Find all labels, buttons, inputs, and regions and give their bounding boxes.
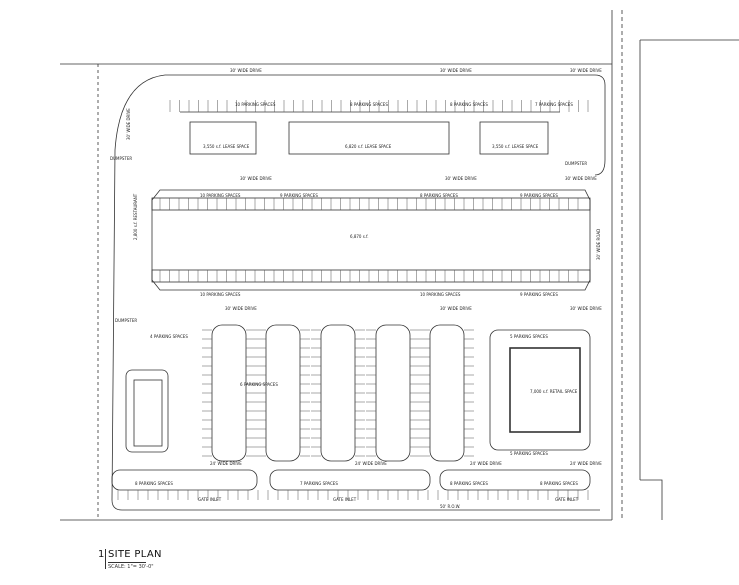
drive-label-top-2: 30' WIDE DRIVE [440, 68, 472, 73]
retail-pad-curb [489, 329, 591, 451]
retail-label-3: 3,550 s.f. LEASE SPACE [492, 144, 539, 149]
drive-label-mid-2: 30' WIDE DRIVE [445, 176, 477, 181]
anchor-rear-parking [151, 269, 591, 283]
retail-label-2: 6,820 s.f. LEASE SPACE [345, 144, 392, 149]
sheet-title: SITE PLAN [108, 549, 162, 560]
sheet-number: 1 [98, 549, 105, 560]
retail-label-1: 3,550 s.f. LEASE SPACE [203, 144, 250, 149]
park-label-18: 8 PARKING SPACES [450, 481, 488, 486]
drive-label-low-2: 30' WIDE DRIVE [440, 306, 472, 311]
park-label-10: 10 PARKING SPACES [420, 292, 461, 297]
retail-building-1 [189, 121, 257, 155]
park-label-8: 9 PARKING SPACES [520, 193, 558, 198]
drive-label-top-1: 30' WIDE DRIVE [230, 68, 262, 73]
road-curb [640, 479, 663, 520]
title-block: 1 SITE PLAN SCALE: 1"= 30'-0" [98, 549, 278, 579]
pad-label: 7,000 s.f. RETAIL SPACE [530, 389, 578, 394]
gate-label-1: GATE INLET [198, 497, 222, 502]
park-label-6: 9 PARKING SPACES [280, 193, 318, 198]
park-label-3: 8 PARKING SPACES [450, 102, 488, 107]
park-label-7: 8 PARKING SPACES [420, 193, 458, 198]
park-label-1: 10 PARKING SPACES [235, 102, 276, 107]
drive-label-mid-1: 30' WIDE DRIVE [240, 176, 272, 181]
anchor-front-parking [151, 197, 591, 211]
park-label-17: 7 PARKING SPACES [300, 481, 338, 486]
retail-building-2 [288, 121, 450, 155]
dumpster-label-1: DUMPSTER [110, 156, 132, 161]
side-drive-label: 30' WIDE DRIVE [126, 108, 131, 140]
dumpster-label-3: DUMPSTER [565, 161, 587, 166]
road-label: 30' WIDE ROAD [596, 229, 601, 260]
retail-pad-building [509, 347, 581, 433]
park-label-13: 6 PARKING SPACES [240, 382, 278, 387]
park-label-11: 9 PARKING SPACES [520, 292, 558, 297]
park-label-16: 8 PARKING SPACES [135, 481, 173, 486]
drive-label-bot-4: 24' WIDE DRIVE [570, 461, 602, 466]
park-label-9: 10 PARKING SPACES [200, 292, 241, 297]
title-divider [105, 549, 106, 569]
drive-label-low-1: 30' WIDE DRIVE [225, 306, 257, 311]
park-label-12: 4 PARKING SPACES [150, 334, 188, 339]
drive-label-low-3: 30' WIDE DRIVE [570, 306, 602, 311]
restaurant-building [133, 379, 163, 447]
drive-label-bot-3: 24' WIDE DRIVE [470, 461, 502, 466]
park-label-19: 8 PARKING SPACES [540, 481, 578, 486]
drive-label-bot-1: 24' WIDE DRIVE [210, 461, 242, 466]
park-label-14: 5 PARKING SPACES [510, 334, 548, 339]
anchor-building [151, 189, 591, 291]
park-label-2: 8 PARKING SPACES [350, 102, 388, 107]
park-label-15: 5 PARKING SPACES [510, 451, 548, 456]
top-curb [165, 74, 606, 176]
bottom-bay-2 [269, 469, 431, 491]
drive-label-bot-2: 24' WIDE DRIVE [355, 461, 387, 466]
anchor-label: 6,870 s.f. [350, 234, 368, 239]
bottom-bay-1 [111, 469, 258, 491]
restaurant-curb [125, 369, 169, 453]
retail-building-3 [479, 121, 549, 155]
dumpster-label-2: DUMPSTER [115, 318, 137, 323]
setback-label: 50' R.O.W. [440, 504, 460, 509]
gate-label-2: GATE INLET [333, 497, 357, 502]
bottom-bay-3 [439, 469, 591, 491]
left-curb [111, 74, 166, 511]
title-underline [108, 562, 146, 563]
sheet-scale: SCALE: 1"= 30'-0" [108, 564, 154, 570]
park-label-4: 7 PARKING SPACES [535, 102, 573, 107]
parking-stall-lines [117, 100, 589, 500]
drive-label-top-3: 30' WIDE DRIVE [570, 68, 602, 73]
restaurant-label: 2,800 s.f. RESTAURANT [133, 193, 138, 240]
park-label-5: 10 PARKING SPACES [200, 193, 241, 198]
gate-label-3: GATE INLET [555, 497, 579, 502]
drive-label-mid-3: 30' WIDE DRIVE [565, 176, 597, 181]
